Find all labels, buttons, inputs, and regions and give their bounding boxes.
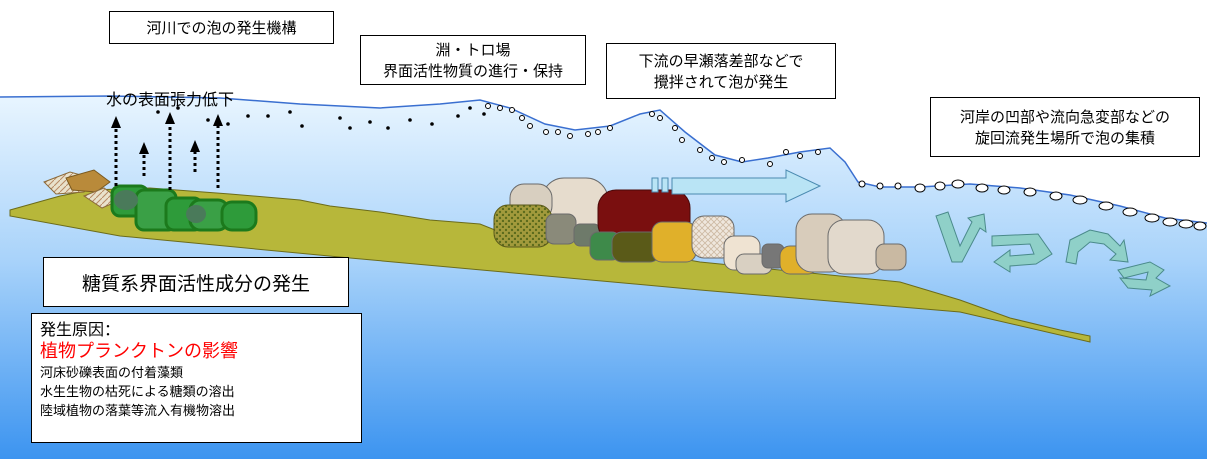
causes-item: 陸域植物の落葉等流入有機物溶出 [40, 404, 236, 419]
rapids-label-line-2: 攪拌されて泡が発生 [653, 73, 789, 91]
algae-cluster [43, 169, 258, 232]
flow-arrow-icon [651, 169, 822, 203]
causes-item: 水生生物の枯死による糖類の溶出 [40, 385, 235, 400]
title-label: 河川での泡の発生機構 [146, 19, 297, 37]
rapids-label-line-1: 下流の早瀬落差部などで [638, 52, 804, 70]
origin-label-box: 糖質系界面活性成分の発生 [43, 257, 349, 307]
upward-dotted-arrow-icon [114, 124, 220, 190]
rock-icon [493, 177, 907, 275]
title-box: 河川での泡の発生機構 [109, 11, 334, 44]
surfactant-dots [156, 106, 486, 130]
vortex-label-line-2: 旋回流発生場所で泡の集積 [974, 129, 1155, 147]
causes-heading: 発生原因： [40, 320, 121, 339]
causes-item: 河床砂礫表面の付着藻類 [40, 366, 184, 381]
causes-box: 発生原因： 植物プランクトンの影響 河床砂礫表面の付着藻類 水生生物の枯死による… [31, 313, 362, 443]
bubble-icon [485, 103, 1207, 231]
origin-label: 糖質系界面活性成分の発生 [81, 272, 310, 295]
vortex-label-box: 河岸の凹部や流向急変部などの 旋回流発生場所で泡の集積 [930, 97, 1200, 157]
arrow-heads [111, 112, 223, 154]
pool-label-line-1: 淵・トロ場 [435, 41, 511, 59]
pool-label-line-2: 界面活性物質の進行・保持 [382, 62, 563, 80]
swirl-arrow-icon [935, 211, 1172, 297]
rapids-label-box: 下流の早瀬落差部などで 攪拌されて泡が発生 [606, 43, 836, 99]
vortex-label-line-1: 河岸の凹部や流向急変部などの [959, 108, 1170, 126]
causes-highlight: 植物プランクトンの影響 [40, 341, 238, 362]
riverbed [9, 187, 1091, 343]
pool-label-box: 淵・トロ場 界面活性物質の進行・保持 [360, 35, 586, 85]
surface-tension-label: 水の表面張力低下 [106, 90, 235, 109]
